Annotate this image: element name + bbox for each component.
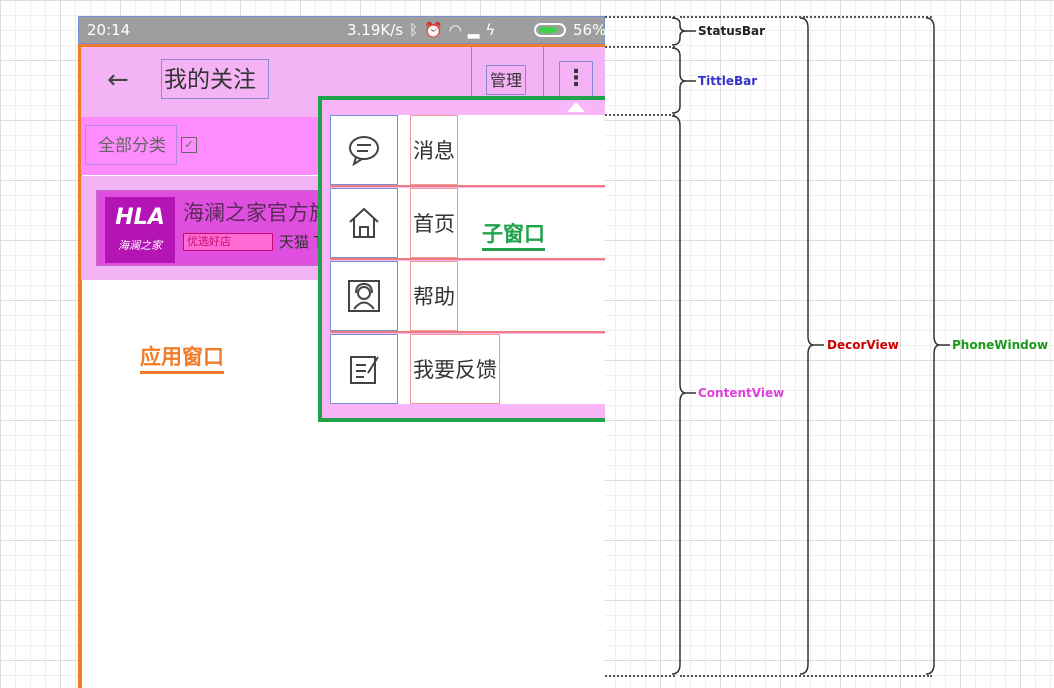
filter-all-categories[interactable]: 全部分类 — [85, 125, 177, 165]
battery-percent: 56% — [573, 21, 605, 39]
sub-window-label: 子窗口 — [482, 218, 545, 251]
signal-icon: ▂ — [467, 21, 486, 39]
menu-item-message[interactable]: 消息 — [330, 115, 605, 185]
menu-label: 消息 — [410, 115, 458, 185]
store-platform: 天猫 Tr — [279, 233, 327, 251]
menu-label: 我要反馈 — [410, 334, 500, 404]
logo-sub: 海澜之家 — [118, 239, 162, 252]
app-window-border-top — [78, 44, 605, 47]
status-bar: 20:14 3.19K/s ᛒ⏰◠▂ϟ 56% — [78, 16, 605, 44]
menu-item-help[interactable]: 帮助 — [330, 261, 605, 331]
store-name: 海澜之家官方旗 — [183, 201, 330, 225]
app-window-border-left — [78, 44, 82, 688]
guide-line-top — [605, 16, 675, 18]
logo-main: HLA — [115, 205, 165, 230]
guide-line-decor-top — [680, 16, 808, 18]
guide-line-bottom — [605, 675, 675, 677]
status-speed: 3.19K/s — [347, 21, 404, 39]
battery-icon — [534, 23, 566, 37]
guide-line-phone-top — [810, 16, 932, 18]
guide-line-titlebar — [605, 114, 675, 116]
guide-line-statusbar — [605, 46, 675, 48]
store-tag: 优选好店 — [183, 233, 273, 251]
wifi-icon: ◠ — [448, 21, 468, 39]
label-titlebar: TittleBar — [698, 74, 758, 88]
alarm-icon: ⏰ — [424, 21, 449, 39]
feedback-icon — [330, 334, 398, 404]
charge-icon: ϟ — [485, 21, 502, 39]
guide-line-phone-bottom — [680, 675, 932, 677]
checkbox-icon[interactable]: ✓ — [181, 137, 197, 153]
page-title: 我的关注 — [161, 59, 269, 99]
message-icon — [330, 115, 398, 185]
store-logo: HLA 海澜之家 — [105, 197, 175, 263]
more-menu-icon[interactable]: ⋮ — [559, 61, 593, 99]
status-icons: ᛒ⏰◠▂ϟ — [409, 21, 501, 39]
manage-button[interactable]: 管理 — [486, 65, 526, 95]
menu-label: 帮助 — [410, 261, 458, 331]
app-window-label: 应用窗口 — [140, 341, 224, 374]
help-icon — [330, 261, 398, 331]
popup-menu: 消息 首页 帮助 我要反馈 子窗口 — [318, 96, 605, 422]
label-decorview: DecorView — [827, 338, 899, 352]
phone-screen: 20:14 3.19K/s ᛒ⏰◠▂ϟ 56% ← 我的关注 管理 ⋮ 全部分类… — [78, 16, 605, 688]
status-time: 20:14 — [87, 21, 131, 39]
brace-diagram — [671, 17, 950, 675]
home-icon — [330, 188, 398, 258]
label-statusbar: StatusBar — [698, 24, 766, 38]
label-phonewindow: PhoneWindow — [952, 338, 1049, 352]
menu-item-home[interactable]: 首页 — [330, 188, 605, 258]
back-arrow-icon[interactable]: ← — [107, 65, 129, 95]
menu-item-feedback[interactable]: 我要反馈 — [330, 334, 605, 404]
menu-label: 首页 — [410, 188, 458, 258]
popup-caret — [567, 102, 585, 112]
label-contentview: ContentView — [698, 386, 785, 400]
bluetooth-icon: ᛒ — [409, 21, 425, 39]
